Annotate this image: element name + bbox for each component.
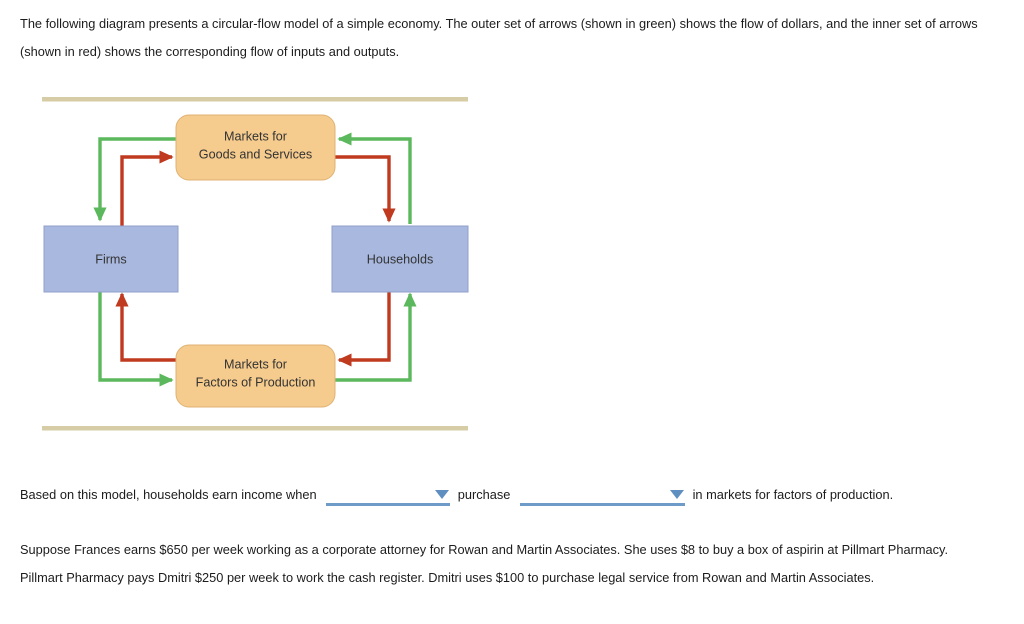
flow-red-goods-to-households — [335, 155, 396, 223]
chevron-down-icon — [670, 490, 684, 499]
flow-green-factors-to-households — [335, 292, 417, 382]
households-label: Households — [367, 252, 434, 266]
markets-factors-label-line2: Factors of Production — [196, 375, 316, 389]
divider-line-top — [42, 97, 468, 102]
dropdown-subject-select[interactable] — [326, 486, 451, 506]
chevron-down-icon — [435, 490, 450, 499]
flow-red-firms-to-goods — [120, 150, 174, 226]
question-line: Based on this model, households earn inc… — [20, 486, 1010, 506]
node-markets-for-factors-of-production: Markets for Factors of Production — [175, 344, 336, 408]
question-text-part1: Based on this model, households earn inc… — [20, 487, 317, 502]
node-markets-for-goods-and-services: Markets for Goods and Services — [175, 114, 336, 181]
flow-green-households-to-goods — [337, 132, 412, 224]
markets-goods-label-line1: Markets for — [224, 129, 287, 143]
dropdown-object-select[interactable] — [520, 486, 685, 506]
node-firms: Firms — [43, 225, 179, 293]
node-households: Households — [331, 225, 469, 293]
intro-paragraph: The following diagram presents a circula… — [20, 16, 978, 59]
circular-flow-diagram: Markets for Goods and Services Firms Hou… — [0, 88, 500, 443]
flow-green-goods-to-firms — [93, 137, 176, 222]
flow-green-firms-to-factors — [98, 292, 174, 387]
question-text-part2: purchase — [457, 487, 511, 502]
question-text-part3: in markets for factors of production. — [692, 487, 894, 502]
markets-factors-box — [175, 344, 336, 408]
firms-label: Firms — [95, 252, 126, 266]
markets-goods-label-line2: Goods and Services — [199, 147, 312, 161]
markets-factors-label-line1: Markets for — [224, 357, 287, 371]
divider-line-bottom — [42, 426, 468, 431]
markets-goods-box — [175, 114, 336, 181]
households-box — [331, 225, 469, 293]
circular-flow-svg: Markets for Goods and Services Firms Hou… — [42, 97, 469, 431]
flow-red-factors-to-firms — [115, 292, 176, 362]
firms-box — [43, 225, 179, 293]
flow-red-households-to-factors — [337, 292, 391, 367]
scenario-paragraph: Suppose Frances earns $650 per week work… — [20, 542, 949, 585]
